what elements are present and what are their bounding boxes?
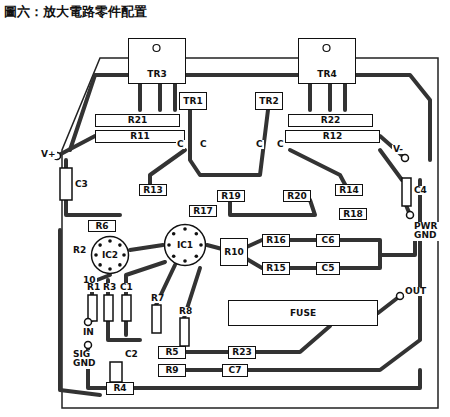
part-name: R11 (130, 132, 149, 141)
board-label: SIG GND (72, 350, 100, 369)
mounting-hole (129, 39, 187, 59)
board-label: R7 (150, 294, 165, 303)
part-name: IC2 (102, 251, 118, 260)
part-name: R9 (165, 366, 178, 375)
component-box: R4 (106, 382, 134, 395)
component-box: R10 (220, 238, 247, 266)
component-box: R20 (283, 190, 310, 202)
board-label: V+ (40, 150, 57, 159)
part-name: R22 (321, 116, 340, 125)
board-label: V- (392, 145, 404, 154)
board-label: R8 (178, 307, 193, 316)
board-label: R3 (102, 283, 117, 292)
part-name: R4 (113, 384, 126, 393)
part-name: R5 (165, 348, 178, 357)
board-outline (62, 58, 438, 408)
figure-title: 圖六：放大電路零件配置 (4, 3, 147, 21)
part-name: R12 (323, 132, 342, 141)
part-name: R14 (339, 186, 358, 195)
board-label: PWR GND (413, 222, 443, 241)
component-box: R22 (288, 114, 373, 127)
component-box: R12 (285, 130, 380, 143)
part-name: TR2 (259, 97, 278, 106)
board-label: C1 (119, 283, 134, 292)
component-body (60, 168, 411, 382)
part-name: IC1 (177, 241, 193, 250)
part-name: TR3 (147, 70, 166, 79)
board-label: C (276, 140, 285, 149)
mounting-hole (299, 39, 357, 59)
part-name: TR1 (183, 97, 202, 106)
part-name: R20 (287, 192, 306, 201)
part-name: C6 (322, 236, 335, 245)
component-box: C5 (316, 262, 340, 275)
board-label: R2 (72, 246, 87, 255)
part-name: FUSE (290, 309, 316, 318)
board-label: OUT (404, 287, 427, 296)
component-box: TR2 (255, 92, 282, 110)
board-label: C (176, 140, 185, 149)
board-label: C4 (413, 186, 428, 195)
copper-trace (57, 75, 430, 395)
component-box: R15 (262, 262, 290, 275)
board-label: C3 (74, 180, 89, 189)
part-name: TR4 (317, 70, 336, 79)
component-box: R13 (139, 184, 166, 196)
part-name: R23 (232, 348, 251, 357)
board-label: C (199, 140, 208, 149)
part-name: R6 (95, 222, 108, 231)
part-name: R10 (224, 248, 243, 257)
terminal-pad (54, 153, 414, 349)
board-label: R1 (86, 283, 101, 292)
part-name: C5 (322, 264, 335, 273)
component-box: R6 (88, 220, 116, 232)
component-box: R14 (335, 184, 362, 196)
part-name: R18 (343, 210, 362, 219)
component-box: C7 (222, 364, 248, 377)
component-box: TR1 (179, 92, 206, 110)
component-box: R23 (228, 346, 256, 359)
part-name: R21 (128, 116, 147, 125)
component-box: C6 (316, 234, 340, 247)
component-box: R5 (158, 346, 186, 359)
board-label: IN (82, 328, 95, 337)
component-box: R21 (95, 114, 180, 127)
component-box: R17 (189, 205, 216, 217)
component-box: R18 (339, 208, 366, 220)
part-name: R17 (193, 207, 212, 216)
component-box: R19 (217, 190, 244, 202)
board-label: C2 (124, 350, 139, 359)
part-name: R19 (221, 192, 240, 201)
component-box: R16 (262, 234, 290, 247)
ic-package: IC1 (163, 223, 207, 267)
ic-package: IC2 (90, 235, 130, 275)
part-name: R15 (266, 264, 285, 273)
component-box: R11 (95, 130, 185, 143)
part-name: R16 (266, 236, 285, 245)
transistor-package: TR4 (298, 38, 356, 84)
component-box: FUSE (228, 300, 378, 326)
part-name: R13 (143, 186, 162, 195)
component-box: R9 (158, 364, 186, 377)
part-name: C7 (229, 366, 242, 375)
board-label: C (255, 140, 264, 149)
transistor-package: TR3 (128, 38, 186, 84)
